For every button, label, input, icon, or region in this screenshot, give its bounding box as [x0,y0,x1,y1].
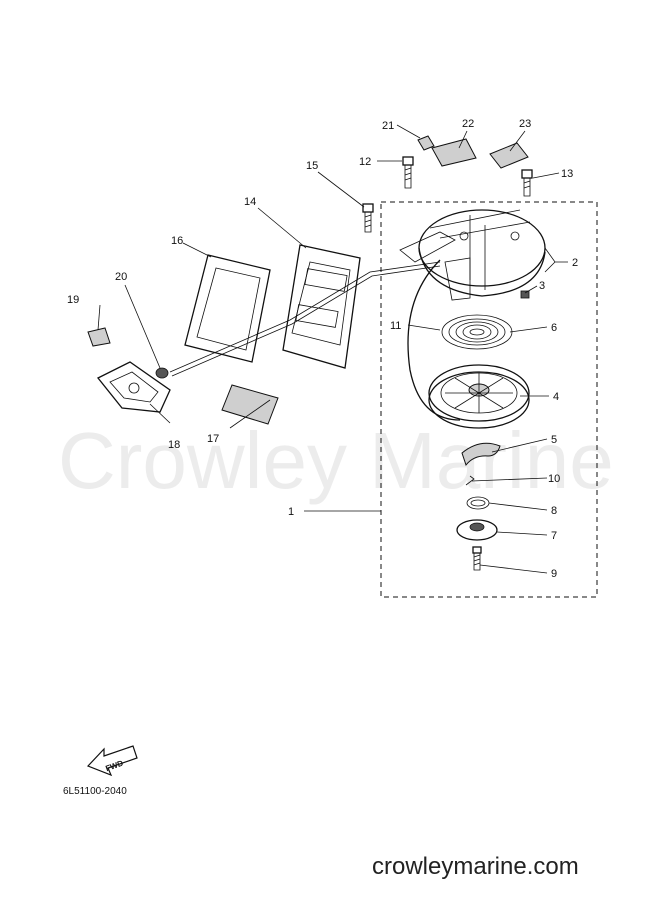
callout-8: 8 [551,505,557,517]
starter-rope [407,259,461,421]
callout-9: 9 [551,568,557,580]
bolt-13 [521,169,533,197]
callout-15: 15 [306,160,318,172]
drive-plate [456,519,498,541]
pawl-spring [465,475,475,486]
callout-5: 5 [551,434,557,446]
callout-11: 11 [390,320,401,332]
label-21 [417,135,435,151]
diagram-code: 6L51100-2040 [63,786,127,797]
callout-20: 20 [115,271,127,283]
callout-14: 14 [244,196,256,208]
callout-7: 7 [551,530,557,542]
callout-2: 2 [572,257,578,269]
label-23 [489,142,529,169]
watermark-text: Crowley Marine [58,416,614,505]
callout-21: 21 [382,120,394,132]
site-url-link[interactable]: crowleymarine.com [372,853,579,880]
bracket [282,244,361,369]
washer-20 [155,367,169,379]
nut-3 [520,290,530,299]
starter-cable [169,261,441,373]
callout-3: 3 [539,280,545,292]
callout-16: 16 [171,235,183,247]
drive-pawl [461,442,501,467]
callout-12: 12 [359,156,371,168]
label-22 [431,138,477,167]
leader-lines [97,124,568,574]
callout-13: 13 [561,168,573,180]
callout-4: 4 [553,391,559,403]
clamp-18 [96,361,171,413]
callout-6: 6 [551,322,557,334]
starter-housing [399,209,546,301]
fwd-arrow-icon: FWD [86,745,138,777]
callout-numbers: 1 2 3 4 5 6 7 8 9 10 11 12 13 14 15 16 1… [67,118,578,580]
bolt-9 [472,546,482,571]
callout-10: 10 [548,473,560,485]
assembly-boundary [380,201,598,598]
bolt-12 [402,156,414,189]
bolt-15 [362,203,374,233]
callout-1: 1 [288,506,294,518]
spiral-spring [441,314,513,350]
plate-17 [221,384,279,425]
callout-23: 23 [519,118,531,130]
plug-19 [87,327,111,347]
gasket [184,254,271,363]
callout-18: 18 [168,439,180,451]
callout-17: 17 [207,433,219,445]
callout-22: 22 [462,118,474,130]
callout-19: 19 [67,294,79,306]
sheave-drum [428,364,530,429]
